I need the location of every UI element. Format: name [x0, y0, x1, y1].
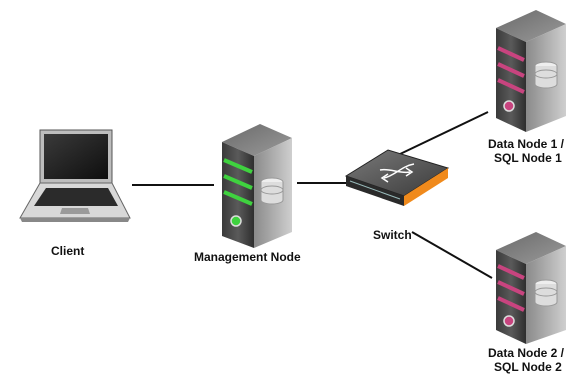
data-node-1-label-line1: Data Node 1 /: [488, 137, 565, 151]
data-node-1-label-line2: SQL Node 1: [494, 151, 562, 165]
laptop-icon: [19, 129, 131, 222]
switch-label: Switch: [373, 228, 412, 242]
network-switch-icon: [344, 149, 450, 206]
data-node-2-server-icon: [496, 232, 566, 344]
management-node-label: Management Node: [194, 250, 301, 264]
connections: [132, 111, 493, 279]
connection-switch-data2: [411, 231, 493, 279]
connection-switch-data1: [397, 111, 489, 156]
data-node-1-server-icon: [496, 10, 566, 132]
data-node-2-label-line1: Data Node 2 /: [488, 346, 565, 360]
data-node-2-label-line2: SQL Node 2: [494, 360, 562, 374]
client-label: Client: [51, 244, 85, 258]
management-server-icon: [222, 124, 292, 248]
